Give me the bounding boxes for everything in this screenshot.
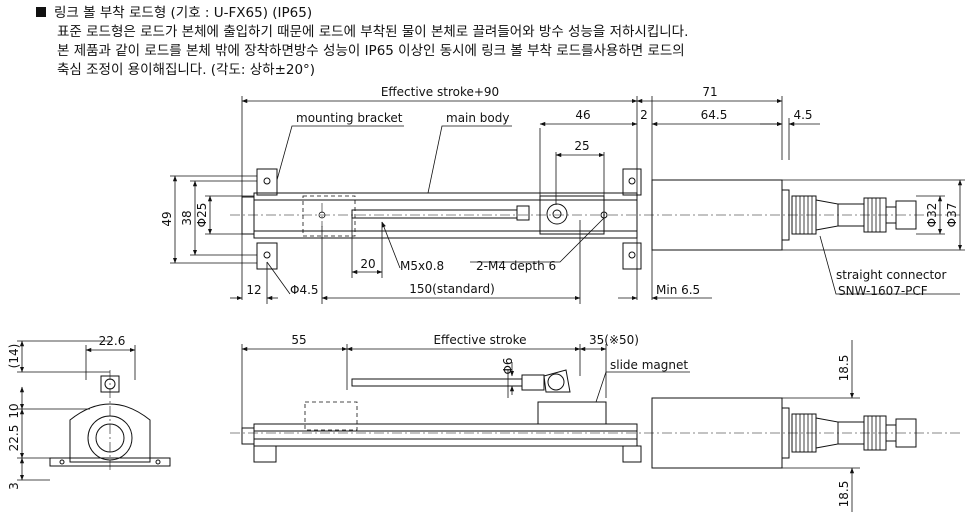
dim-46: 46 bbox=[575, 108, 590, 122]
mounting-bracket-top-right bbox=[622, 168, 642, 196]
dim-25: 25 bbox=[574, 139, 589, 153]
dim-71: 71 bbox=[702, 85, 717, 99]
label-m5: M5x0.8 bbox=[400, 259, 444, 273]
dim-150-standard: 150(standard) bbox=[409, 282, 495, 296]
dim-18-5-bottom: 18.5 bbox=[837, 481, 851, 508]
label-snw-part: SNW-1607-PCF bbox=[838, 284, 928, 298]
dim-38: 38 bbox=[180, 210, 194, 225]
end-view: (14) 10 22.5 3 22.6 bbox=[7, 334, 171, 490]
dim-64-5: 64.5 bbox=[701, 108, 728, 122]
header-line-1: 표준 로드형은 로드가 본체에 출입하기 때문에 로드에 부착된 물이 본체로 … bbox=[57, 24, 689, 40]
leader-mounting-bracket bbox=[276, 125, 404, 181]
dim-phi25: Φ25 bbox=[195, 203, 209, 228]
label-mounting-bracket: mounting bracket bbox=[296, 111, 403, 125]
rod bbox=[351, 209, 518, 219]
side-view: 55 Effective stroke 35(※50) Φ6 slide mag… bbox=[230, 333, 960, 512]
dim-phi6: Φ6 bbox=[501, 357, 515, 374]
dim-phi4-5: Φ4.5 bbox=[290, 283, 319, 297]
top-view: Effective stroke+90 71 46 2 64.5 4.5 25 bbox=[160, 85, 965, 304]
description-header: 링크 볼 부착 로드형 (기호 : U-FX65) (IP65) 표준 로드형은… bbox=[36, 4, 688, 80]
bullet-square-icon bbox=[36, 7, 46, 17]
header-line-2: 본 제품과 같이 로드를 본체 밖에 장착하면방수 성능이 IP65 이상인 동… bbox=[57, 43, 685, 59]
dim-phi37: Φ37 bbox=[945, 203, 959, 228]
dim-22-6: 22.6 bbox=[99, 334, 126, 348]
leader-straight-connector bbox=[819, 235, 960, 295]
dim-4-5: 4.5 bbox=[793, 108, 812, 122]
mounting-bracket-top-left bbox=[256, 168, 278, 196]
dim-55: 55 bbox=[291, 333, 306, 347]
mounting-bracket-bottom-right bbox=[622, 242, 642, 270]
label-main-body: main body bbox=[446, 111, 509, 125]
label-m4-depth: 2-M4 depth 6 bbox=[476, 259, 556, 273]
side-main-body bbox=[253, 423, 638, 447]
header-title-line: 링크 볼 부착 로드형 (기호 : U-FX65) (IP65) bbox=[36, 4, 688, 23]
dim-49: 49 bbox=[160, 211, 174, 226]
leader-main-body bbox=[427, 125, 512, 194]
dim-22-5: 22.5 bbox=[7, 425, 21, 452]
straight-connector-drawing bbox=[791, 195, 917, 235]
header-title: 링크 볼 부착 로드형 (기호 : U-FX65) (IP65) bbox=[54, 5, 313, 21]
dim-10: 10 bbox=[7, 403, 21, 418]
dim-12: 12 bbox=[246, 283, 261, 297]
dim-effective-stroke: Effective stroke bbox=[433, 333, 526, 347]
label-straight-connector: straight connector bbox=[836, 268, 946, 282]
dim-20: 20 bbox=[360, 257, 375, 271]
dim-14: (14) bbox=[7, 344, 21, 369]
slide-magnet-block bbox=[537, 401, 607, 425]
dim-35: 35(※50) bbox=[589, 333, 639, 347]
leader-slide-magnet bbox=[595, 371, 690, 403]
dim-18-5-top: 18.5 bbox=[837, 355, 851, 382]
header-line-3: 축심 조정이 용이해집니다. (각도: 상하±20°) bbox=[57, 62, 316, 78]
label-slide-magnet: slide magnet bbox=[610, 358, 688, 372]
side-rod bbox=[351, 378, 523, 387]
dim-effective-stroke-90: Effective stroke+90 bbox=[381, 85, 499, 99]
dim-2: 2 bbox=[640, 108, 648, 122]
dim-phi32: Φ32 bbox=[925, 203, 939, 228]
dim-min-6-5: Min 6.5 bbox=[656, 283, 700, 297]
dim-3: 3 bbox=[7, 482, 21, 490]
